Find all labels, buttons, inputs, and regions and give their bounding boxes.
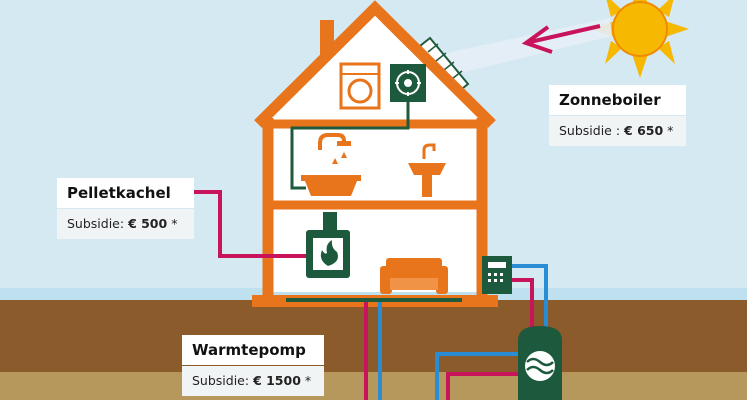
subsidy-prefix: Subsidie: [192, 373, 254, 388]
loop-pipe-blue [435, 352, 520, 400]
heat-pump-tank-icon [518, 326, 562, 400]
control-pipe-blue [512, 264, 548, 330]
subsidy-suffix: * [663, 123, 674, 138]
loop-pipe-red [446, 372, 520, 400]
subsidy-amount: € 500 [128, 216, 168, 231]
sun-arrow [521, 24, 601, 54]
warmtepomp-label: Warmtepomp Subsidie: € 1500 * [182, 335, 324, 396]
warmtepomp-subsidy: Subsidie: € 1500 * [182, 366, 324, 396]
control-pipe-red [512, 278, 534, 330]
subsidy-suffix: * [300, 373, 312, 388]
subsidy-prefix: Subsidie: [67, 216, 129, 231]
ground-deep [0, 372, 747, 400]
pelletkachel-title: Pelletkachel [57, 178, 194, 208]
zonneboiler-label: Zonneboiler Subsidie : € 650 * [549, 85, 686, 146]
subsidy-prefix: Subsidie : [559, 123, 625, 138]
sofa-icon [380, 258, 448, 294]
shower-bath-icon [301, 133, 361, 196]
pellet-pipe [193, 190, 306, 258]
sink-icon [408, 143, 446, 197]
house [252, 0, 498, 307]
washing-machine-icon [339, 62, 381, 110]
control-box-icon [482, 256, 512, 294]
subsidy-amount: € 650 [624, 123, 664, 138]
pelletkachel-label: Pelletkachel Subsidie: € 500 * [57, 178, 194, 239]
zonneboiler-title: Zonneboiler [549, 85, 686, 115]
pelletkachel-subsidy: Subsidie: € 500 * [57, 209, 194, 239]
solar-boiler-icon [390, 64, 426, 102]
pellet-stove-icon [306, 212, 350, 278]
subsidy-amount: € 1500 [253, 373, 301, 388]
solar-pipe [290, 102, 410, 190]
subsidy-suffix: * [167, 216, 178, 231]
warmtepomp-title: Warmtepomp [182, 335, 324, 365]
zonneboiler-subsidy: Subsidie : € 650 * [549, 116, 686, 146]
